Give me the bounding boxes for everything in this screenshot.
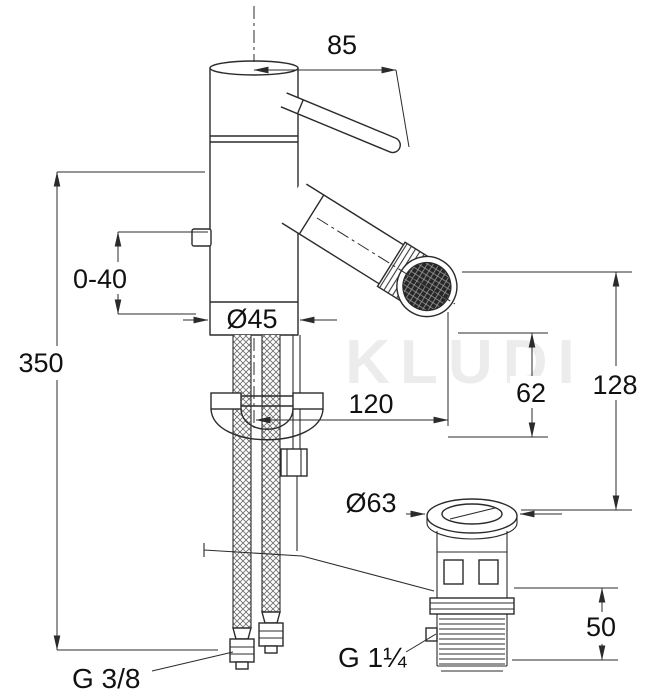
dim-waste-thread-length-label: 50 xyxy=(586,612,616,642)
fixing-pin xyxy=(191,228,212,247)
waste-connection-label: G 1¼ xyxy=(338,642,407,673)
hose-nipple-left xyxy=(232,627,252,640)
hose-nut-right xyxy=(258,622,284,647)
dim-height-label: 350 xyxy=(18,348,63,378)
dim-waste-flange-diameter-label: Ø63 xyxy=(345,488,396,518)
drain-thread-body xyxy=(436,614,508,666)
dim-spout-reach-label: 120 xyxy=(348,389,393,419)
faucet-body xyxy=(191,60,299,336)
dim-outlet-offset-label: 128 xyxy=(592,370,637,400)
centerlines xyxy=(253,6,456,428)
hose-nut-left xyxy=(229,638,255,663)
drain-locknut xyxy=(429,597,515,615)
dim-spout-reach xyxy=(255,312,449,426)
hose-tip-left xyxy=(235,661,249,670)
spout-tube xyxy=(281,183,406,286)
dim-handle-length xyxy=(253,66,410,148)
hose-nipple-right xyxy=(261,611,281,624)
pop-up-rod xyxy=(203,543,435,592)
leader-lines xyxy=(151,633,437,672)
hose-tip-right xyxy=(264,645,278,654)
handle-lever xyxy=(280,92,401,154)
faucet xyxy=(191,60,458,336)
drain-window-right xyxy=(478,559,499,585)
faucet-cap xyxy=(209,60,299,76)
spout xyxy=(277,181,458,318)
hose-left xyxy=(233,335,251,628)
mounting-nut xyxy=(280,448,308,477)
drain-assembly xyxy=(425,498,518,672)
hose-right xyxy=(262,335,280,612)
dim-height xyxy=(53,171,218,651)
drain-tab xyxy=(425,627,438,642)
dim-mounting-range-label: 0-40 xyxy=(73,264,127,294)
supply-connection-label: G 3/8 xyxy=(72,663,140,694)
threaded-rod xyxy=(280,335,308,551)
supply-hoses xyxy=(229,335,284,670)
dim-handle-length-label: 85 xyxy=(327,30,357,60)
drain-window-left xyxy=(443,559,464,585)
dim-spout-height-label: 62 xyxy=(516,378,546,408)
dim-body-diameter-label: Ø45 xyxy=(226,304,277,334)
plug-slot xyxy=(449,507,496,520)
